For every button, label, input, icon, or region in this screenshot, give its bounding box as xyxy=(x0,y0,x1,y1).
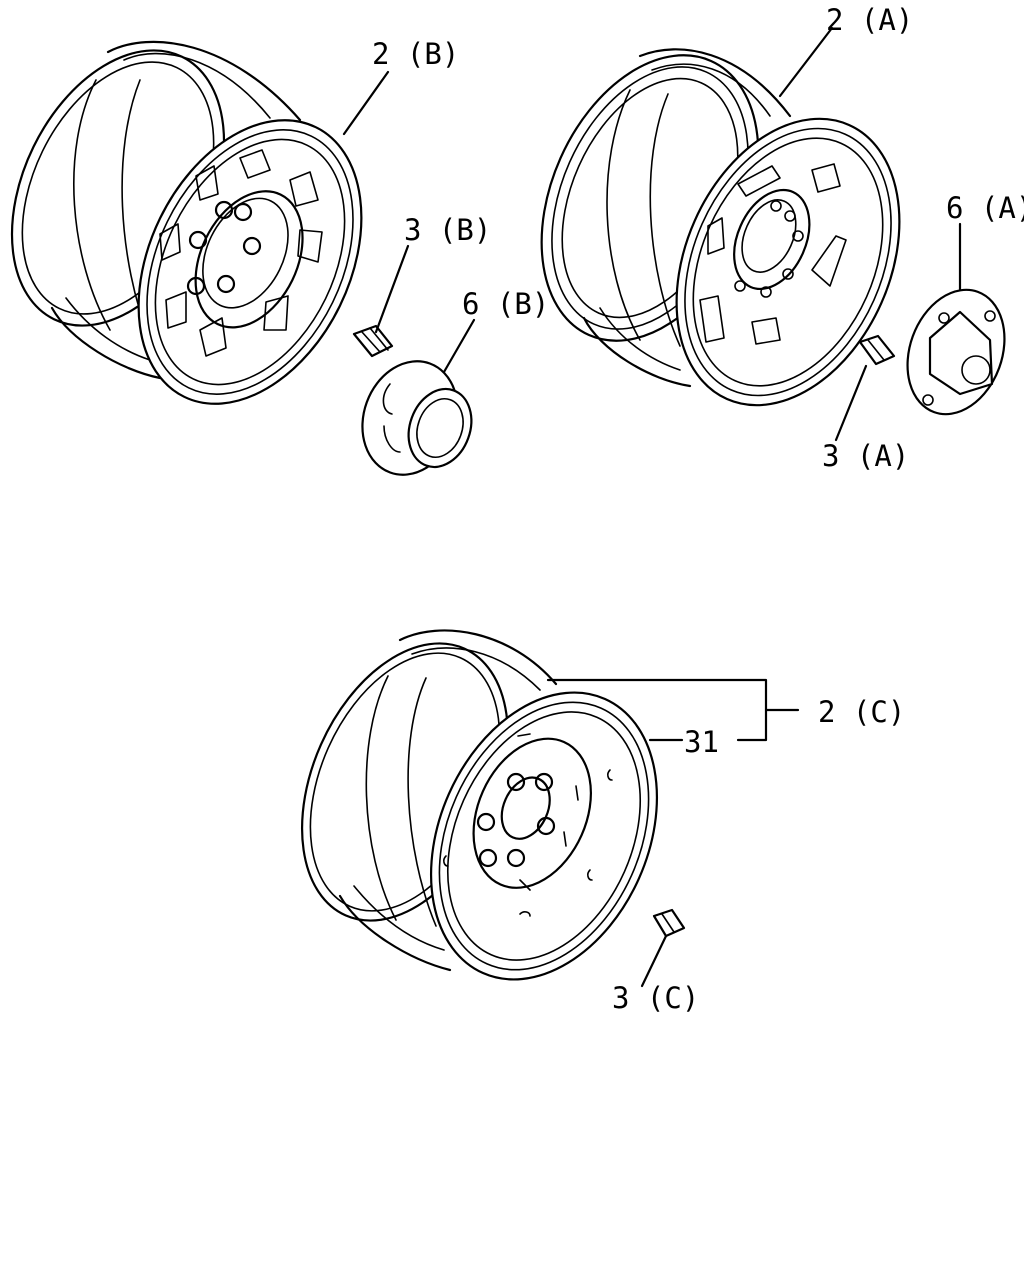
label-wheel-2c: 2 (C) xyxy=(818,695,905,729)
hub-cap-6a xyxy=(906,288,1006,416)
wheel-2a xyxy=(540,48,901,407)
wheel-2c xyxy=(300,629,659,981)
label-wheel-2b: 2 (B) xyxy=(372,37,459,71)
nut-3b xyxy=(352,324,394,358)
leader-lines xyxy=(342,26,962,988)
label-cap-6b: 6 (B) xyxy=(462,287,549,321)
hub-cap-6b xyxy=(361,360,473,476)
label-cap-6a: 6 (A) xyxy=(946,191,1024,225)
nut-3a xyxy=(858,334,896,366)
label-nut-3c: 3 (C) xyxy=(612,981,699,1015)
wheel-2b xyxy=(10,40,363,405)
label-nut-3a: 3 (A) xyxy=(822,439,909,473)
label-part-31: 31 xyxy=(684,725,719,759)
label-wheel-2a: 2 (A) xyxy=(826,3,913,37)
label-nut-3b: 3 (B) xyxy=(404,213,491,247)
nut-3c xyxy=(652,908,686,938)
